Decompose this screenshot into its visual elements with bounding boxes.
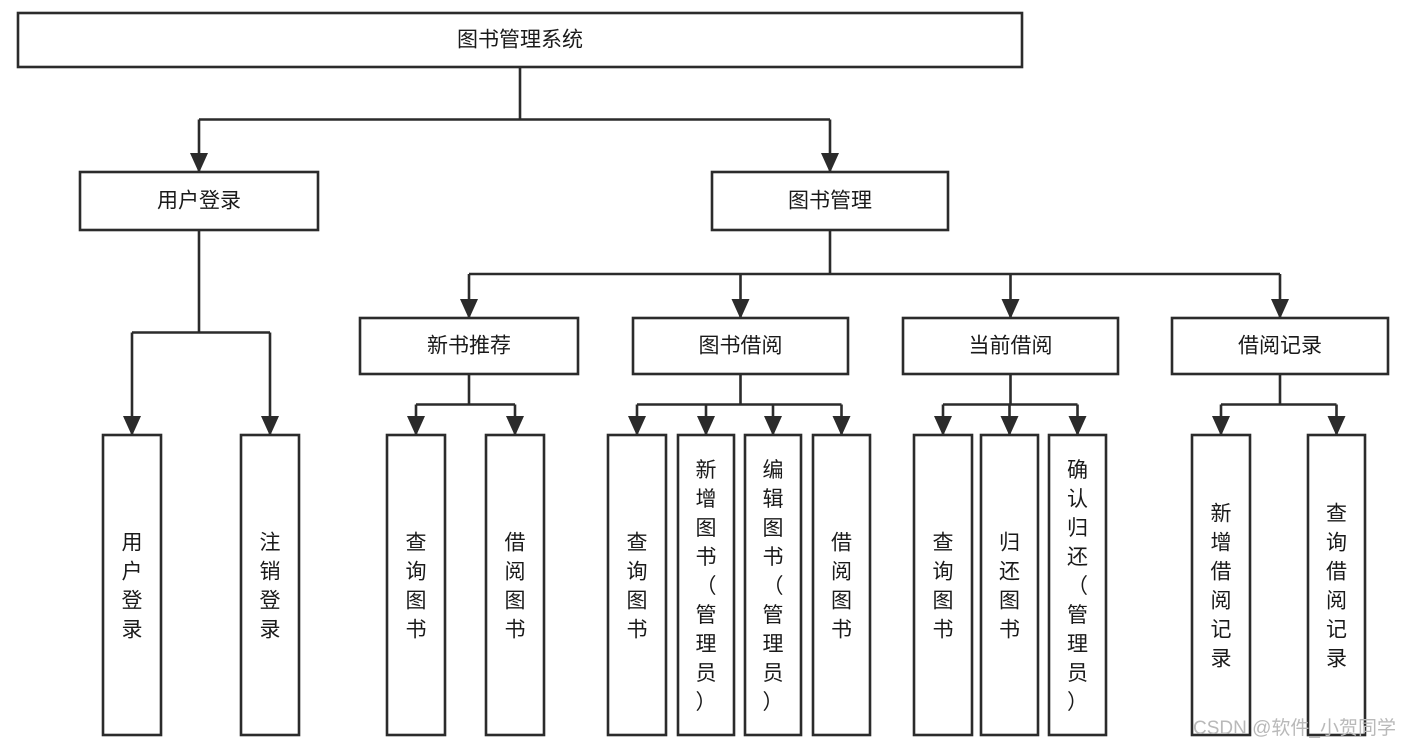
node-leaf-rec-query[interactable]: 查询图书 (385, 433, 447, 737)
edge-group-user-login (123, 230, 279, 436)
node-leaf-user-logout[interactable]: 注销登录 (239, 433, 301, 737)
arrow-head-icon (506, 416, 524, 436)
arrow-head-icon (1327, 416, 1346, 436)
node-box (239, 433, 301, 737)
node-user-login[interactable]: 用户登录 (78, 170, 320, 232)
arrow-head-icon (1068, 416, 1087, 436)
node-leaf-user-login[interactable]: 用户登录 (101, 433, 163, 737)
node-leaf-borrow-query[interactable]: 查询图书 (606, 433, 668, 737)
node-box (979, 433, 1040, 737)
node-box (101, 433, 163, 737)
node-label: 借阅记录 (1238, 335, 1322, 358)
edge-group-root (190, 67, 839, 173)
node-box (676, 433, 736, 737)
arrow-head-icon (764, 416, 782, 436)
arrow-head-icon (407, 416, 425, 436)
node-label: 新增借阅记录 (1211, 503, 1232, 671)
arrow-head-icon (1000, 416, 1019, 436)
arrow-head-icon (1212, 416, 1230, 436)
node-box (710, 170, 950, 232)
node-box (606, 433, 668, 737)
edge-group-borrow-record (1212, 374, 1346, 436)
csdn-watermark: CSDN @软件_小贺同学 (1193, 717, 1396, 739)
node-root[interactable]: 图书管理系统 (16, 11, 1024, 69)
arrow-head-icon (1271, 299, 1289, 319)
node-book-manage[interactable]: 图书管理 (710, 170, 950, 232)
node-leaf-cur-return[interactable]: 归还图书 (979, 433, 1040, 737)
node-leaf-cur-query[interactable]: 查询图书 (912, 433, 974, 737)
node-box (1047, 433, 1108, 737)
node-current-borrow[interactable]: 当前借阅 (901, 316, 1120, 376)
node-box (811, 433, 872, 737)
node-new-book-rec[interactable]: 新书推荐 (358, 316, 580, 376)
arrow-head-icon (832, 416, 851, 436)
node-label: 查询借阅记录 (1326, 503, 1347, 671)
node-box (912, 433, 974, 737)
node-box (631, 316, 850, 376)
connector-layer (123, 67, 1346, 436)
node-box (358, 316, 580, 376)
node-label: 注销登录 (260, 532, 281, 642)
node-box (484, 433, 546, 737)
node-box (1306, 433, 1367, 737)
arrow-head-icon (190, 153, 208, 173)
arrow-head-icon (123, 416, 141, 436)
node-label: 图书管理系统 (457, 29, 583, 52)
node-label: 查询图书 (406, 532, 427, 642)
edge-group-new-book-rec (407, 374, 524, 436)
node-layer: 图书管理系统用户登录图书管理新书推荐图书借阅当前借阅借阅记录用户登录注销登录查询… (16, 11, 1390, 737)
edge-group-book-borrow (628, 374, 851, 436)
node-box (385, 433, 447, 737)
node-label: 确认归还（管理员） (1067, 459, 1088, 714)
node-leaf-rec-add[interactable]: 新增借阅记录 (1190, 433, 1252, 737)
node-label: 新书推荐 (427, 335, 511, 358)
arrow-head-icon (697, 416, 715, 436)
node-borrow-record[interactable]: 借阅记录 (1170, 316, 1390, 376)
node-label: 用户登录 (122, 532, 143, 642)
node-box (16, 11, 1024, 69)
node-box (743, 433, 803, 737)
arrow-head-icon (731, 299, 750, 319)
node-label: 图书借阅 (699, 335, 783, 358)
node-label: 当前借阅 (969, 335, 1053, 358)
node-label: 借阅图书 (505, 532, 526, 642)
node-label: 归还图书 (999, 532, 1020, 642)
node-leaf-borrow-do[interactable]: 借阅图书 (811, 433, 872, 737)
node-label: 用户登录 (157, 190, 241, 213)
arrow-head-icon (460, 299, 478, 319)
arrow-head-icon (1001, 299, 1020, 319)
node-box (1170, 316, 1390, 376)
node-label: 借阅图书 (831, 532, 852, 642)
node-leaf-rec-query2[interactable]: 查询借阅记录 (1306, 433, 1367, 737)
node-box (901, 316, 1120, 376)
node-label: 查询图书 (933, 532, 954, 642)
arrow-head-icon (934, 416, 952, 436)
edge-group-current-borrow (934, 374, 1087, 436)
node-box (78, 170, 320, 232)
node-leaf-borrow-edit[interactable]: 编辑图书（管理员） (743, 433, 803, 737)
node-label: 新增图书（管理员） (696, 459, 717, 714)
arrow-head-icon (261, 416, 279, 436)
node-book-borrow[interactable]: 图书借阅 (631, 316, 850, 376)
node-leaf-rec-borrow[interactable]: 借阅图书 (484, 433, 546, 737)
node-box (1190, 433, 1252, 737)
arrow-head-icon (821, 153, 839, 173)
node-label: 编辑图书（管理员） (763, 459, 784, 714)
arrow-head-icon (628, 416, 646, 436)
node-label: 查询图书 (627, 532, 648, 642)
node-label: 图书管理 (788, 190, 872, 213)
node-leaf-cur-confirm[interactable]: 确认归还（管理员） (1047, 433, 1108, 737)
edge-group-book-manage (460, 230, 1289, 319)
node-leaf-borrow-add[interactable]: 新增图书（管理员） (676, 433, 736, 737)
